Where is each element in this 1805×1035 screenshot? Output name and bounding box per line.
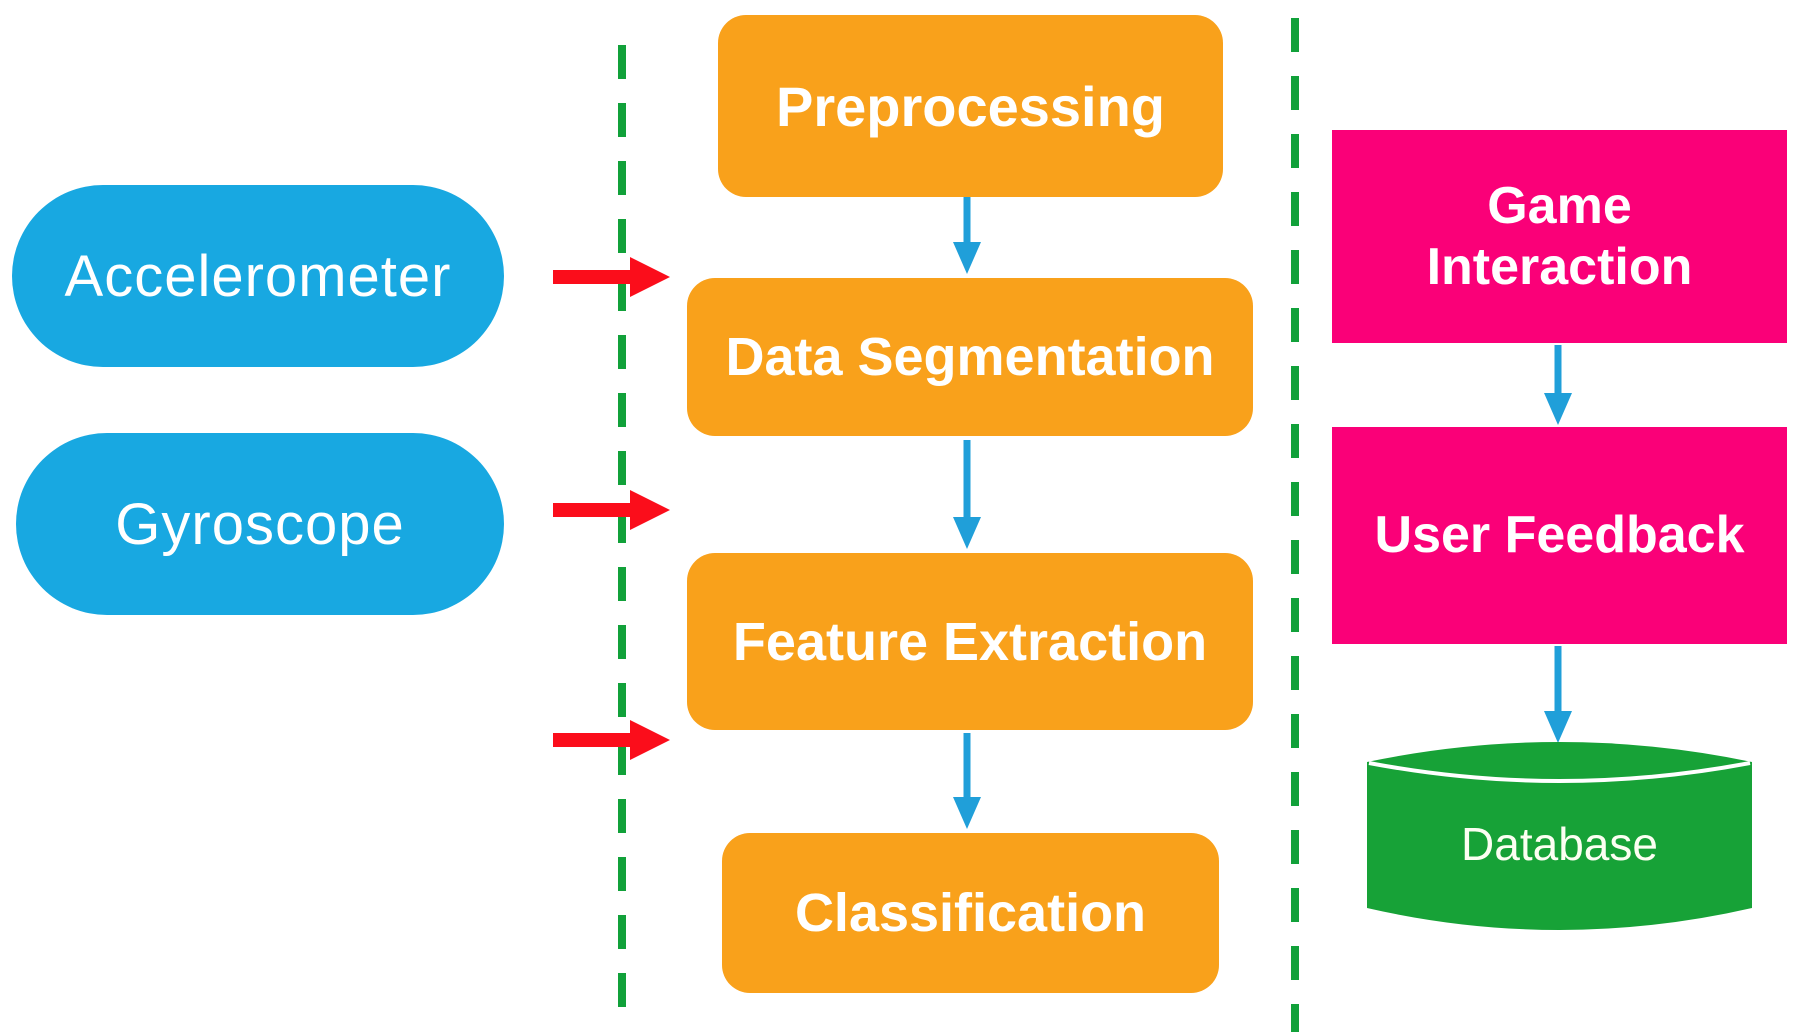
game-interaction-line1: Game [1487,176,1632,235]
feedback-to-database-arrow-icon [1544,646,1572,743]
gyroscope-input-arrow-icon [553,490,670,530]
database-cylinder [1367,742,1752,930]
game-interaction-line2: Interaction [1426,237,1693,296]
user-feedback-label: User Feedback [1374,506,1745,565]
database-label: Database [1461,818,1658,870]
accelerometer-node: Accelerometer [12,185,504,367]
preprocessing-node: Preprocessing [718,15,1223,197]
sensor-input-arrow-icon [553,720,670,760]
feature-extraction-label: Feature Extraction [732,611,1208,672]
data-segmentation-label: Data Segmentation [725,327,1215,387]
classification-label: Classification [794,883,1147,943]
accelerometer-input-arrow-icon [553,257,670,297]
feature-extraction-node: Feature Extraction [687,553,1253,730]
database-node-label: Database [1367,812,1752,876]
segmentation-to-extraction-arrow-icon [953,440,981,549]
accelerometer-label: Accelerometer [64,243,452,309]
preprocessing-label: Preprocessing [775,74,1166,138]
gyroscope-node: Gyroscope [16,433,504,615]
extraction-to-classification-arrow-icon [953,733,981,829]
game-interaction-label: Game Interaction [1427,176,1693,298]
interaction-to-feedback-arrow-icon [1544,345,1572,425]
data-segmentation-node: Data Segmentation [687,278,1253,436]
classification-node: Classification [722,833,1219,993]
preprocessing-to-segmentation-arrow-icon [953,197,981,274]
gyroscope-label: Gyroscope [115,491,405,557]
game-interaction-node: Game Interaction [1332,130,1787,343]
user-feedback-node: User Feedback [1332,427,1787,644]
